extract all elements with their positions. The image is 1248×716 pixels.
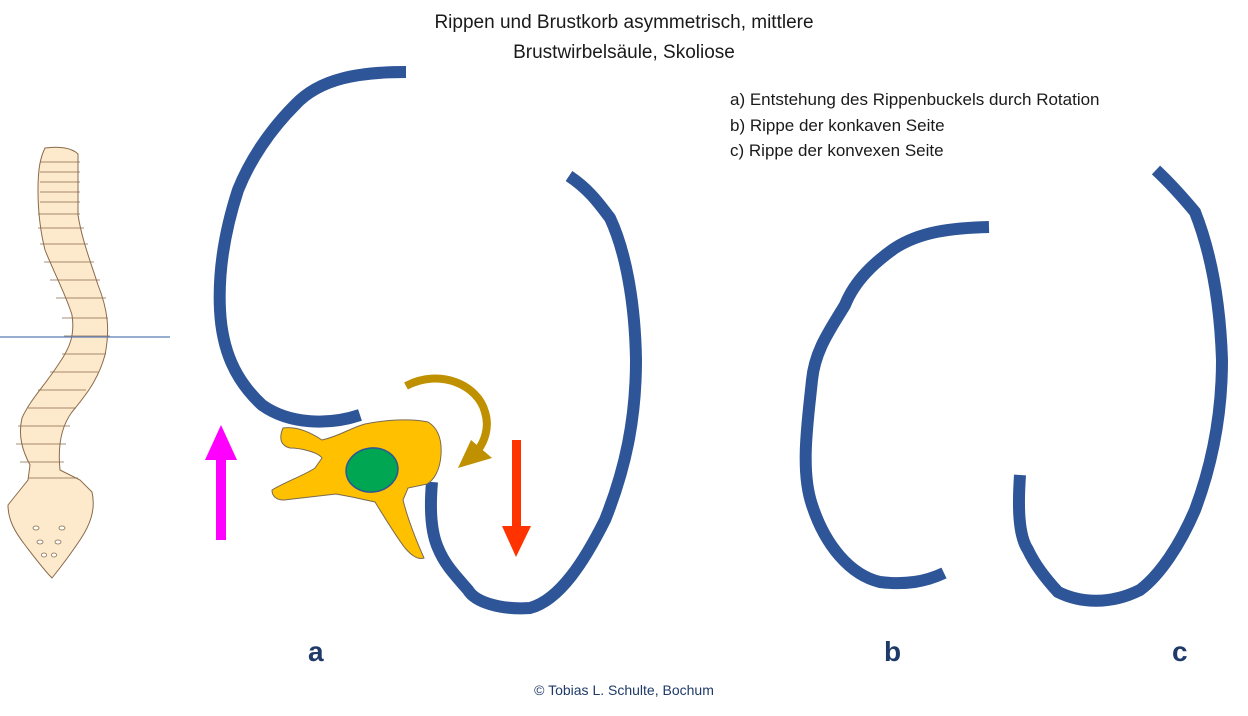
sacrum-holes <box>32 525 66 558</box>
down-arrow-head <box>502 526 531 557</box>
vertebral-body <box>345 447 399 493</box>
vertebra-segments <box>16 161 110 479</box>
rib-c <box>1012 165 1229 607</box>
title-line-1: Rippen und Brustkorb asymmetrisch, mittl… <box>434 12 814 33</box>
legend-item-c: c) Rippe der konvexen Seite <box>730 141 944 160</box>
figure-label-b: b <box>884 636 902 667</box>
rib-a-right <box>424 171 643 615</box>
rib-a-left <box>213 66 407 428</box>
figure-label-a: a <box>308 636 324 667</box>
legend-item-a: a) Entstehung des Rippenbuckels durch Ro… <box>730 90 1100 109</box>
rotation-arrow-head <box>458 440 492 468</box>
up-arrow-head <box>205 425 237 460</box>
down-arrow-shaft <box>512 440 521 530</box>
up-arrow-shaft <box>216 456 226 540</box>
figure-label-c: c <box>1172 636 1188 667</box>
title-line-2: Brustwirbelsäule, Skoliose <box>513 42 735 63</box>
spine-outline <box>7 146 109 579</box>
copyright-text: © Tobias L. Schulte, Bochum <box>534 682 714 698</box>
rotation-arrow <box>404 374 491 453</box>
legend-item-b: b) Rippe der konkaven Seite <box>730 116 945 135</box>
spine-illustration <box>7 146 110 579</box>
rib-b <box>799 221 990 590</box>
